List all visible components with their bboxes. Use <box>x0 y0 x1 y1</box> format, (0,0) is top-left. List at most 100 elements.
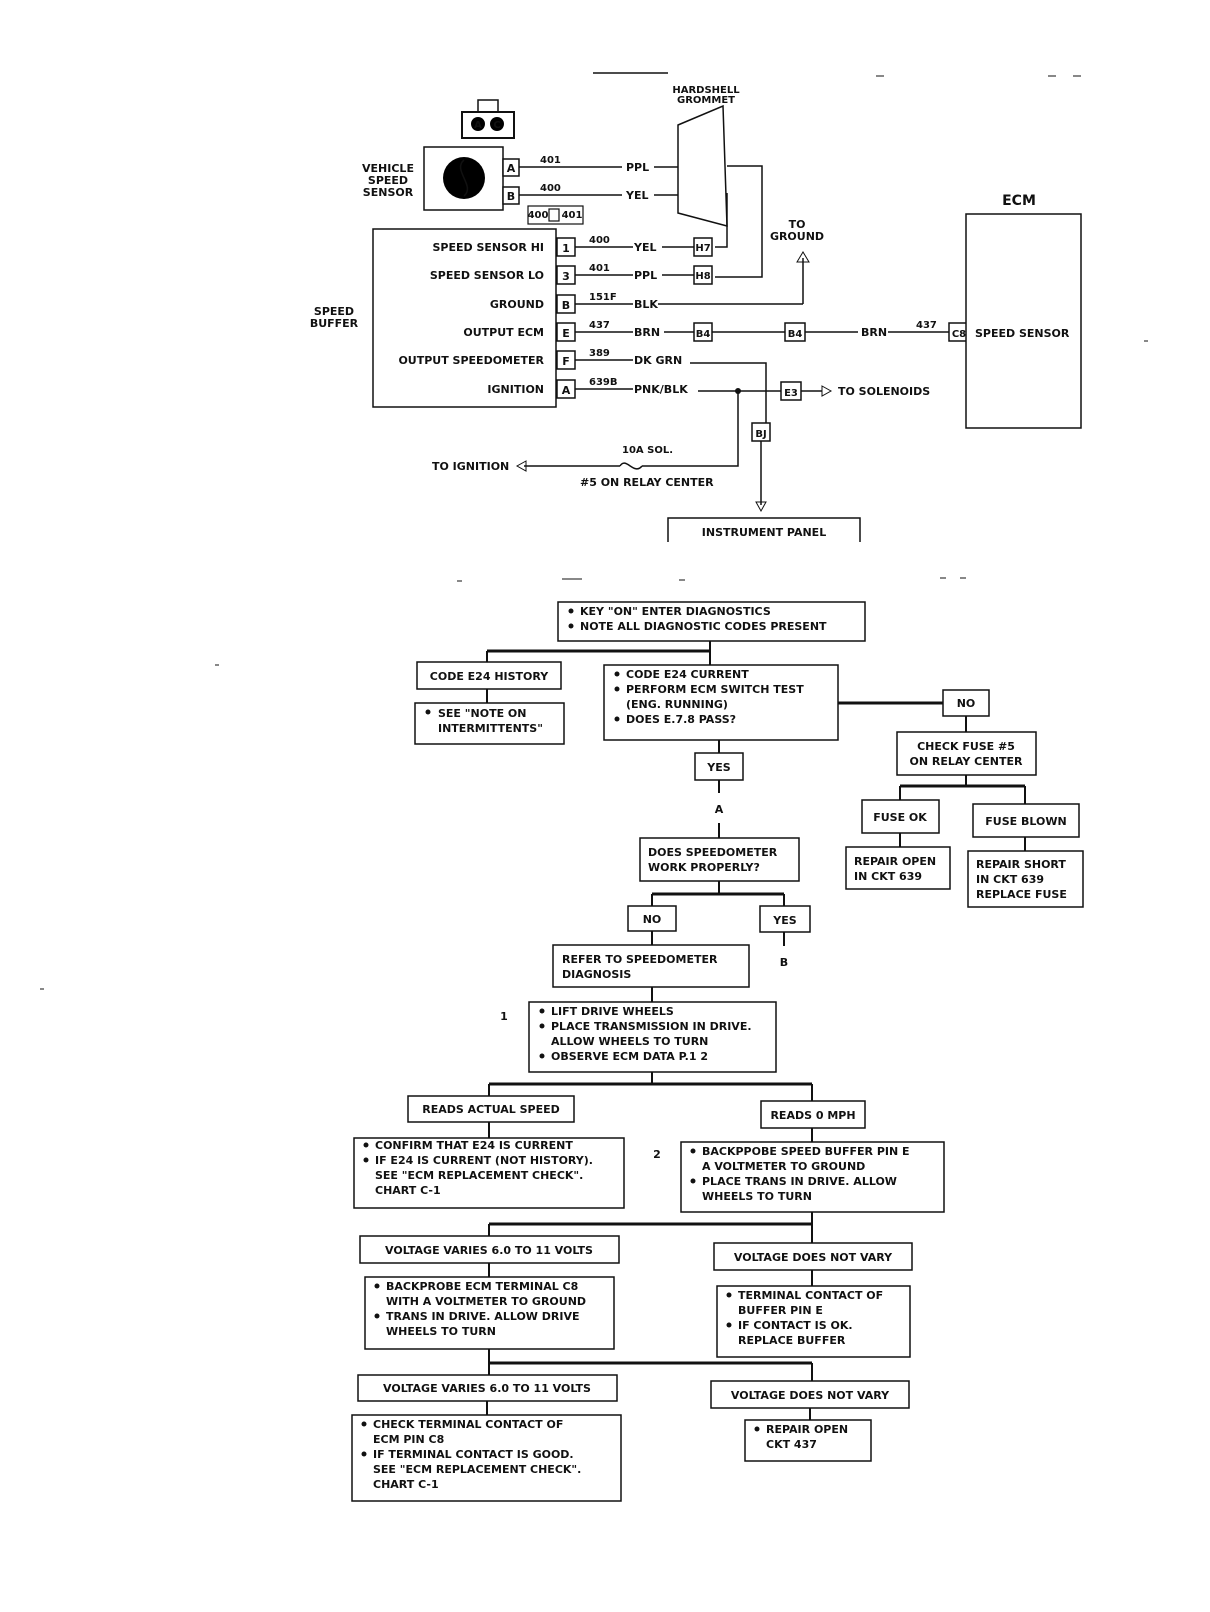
buffer-row-color: BLK <box>634 298 658 311</box>
flow-history-note-1: SEE "NOTE ON <box>438 707 526 720</box>
connector-h7: H7 <box>695 243 710 254</box>
flow-repair-437-2: CKT 437 <box>766 1438 817 1451</box>
buffer-row-pin: F <box>562 355 570 368</box>
vss-wire-a-color: PPL <box>626 161 649 174</box>
ecm-speed-sensor: SPEED SENSOR <box>975 327 1070 340</box>
flow-step2-num: 2 <box>653 1148 661 1161</box>
flow-speedo-1: DOES SPEEDOMETER <box>648 846 778 859</box>
buffer-row: OUTPUT ECM E 437 BRN <box>463 320 694 342</box>
to-ground-1: TO <box>789 218 806 231</box>
buffer-row-wire: 401 <box>589 263 610 274</box>
flow-no2: NO <box>643 913 662 926</box>
flow-terminal-contact-2: BUFFER PIN E <box>738 1304 823 1317</box>
vss-wire-a-num: 401 <box>540 155 561 166</box>
vss-pin-a: A <box>507 162 516 175</box>
flow-repair-short-639-3: REPLACE FUSE <box>976 888 1067 901</box>
flow-check-terminal-5: CHART C-1 <box>373 1478 439 1491</box>
buffer-row-label: SPEED SENSOR HI <box>433 241 545 254</box>
flow-backprobe-ecm-2: WITH A VOLTMETER TO GROUND <box>386 1295 586 1308</box>
vss-wire-b-color: YEL <box>625 189 649 202</box>
flow-step1-4: OBSERVE ECM DATA P.1 2 <box>551 1050 708 1063</box>
buffer-row-wire: 437 <box>589 320 610 331</box>
flow-reads-0-box <box>760 1100 866 1129</box>
flow-check-terminal-2: ECM PIN C8 <box>373 1433 444 1446</box>
flow-speedo-2: WORK PROPERLY? <box>648 861 760 874</box>
buffer-row: SPEED SENSOR LO 3 401 PPL <box>430 263 694 285</box>
vss-conn-400: 400 <box>528 210 549 221</box>
to-ground-2: GROUND <box>770 230 824 243</box>
buffer-row: OUTPUT SPEEDOMETER F 389 DK GRN <box>398 348 767 423</box>
speed-buffer-box <box>372 228 557 408</box>
buffer-row-color: BRN <box>634 326 660 339</box>
flow-terminal-contact-3: IF CONTACT IS OK. <box>738 1319 853 1332</box>
buffer-row-wire: 151F <box>589 292 617 303</box>
fuse-label: 10A SOL. <box>622 445 673 456</box>
flow-reads-actual-box <box>407 1095 575 1123</box>
flow-reads-0: READS 0 MPH <box>770 1109 855 1122</box>
buffer-row: GROUND B 151F BLK <box>490 251 810 314</box>
flow-check-terminal-1: CHECK TERMINAL CONTACT OF <box>373 1418 563 1431</box>
buffer-row-label: OUTPUT ECM <box>463 326 544 339</box>
ecm-wire-num: 437 <box>916 320 937 331</box>
flow-repair-short-639-1: REPAIR SHORT <box>976 858 1066 871</box>
flow-check-fuse-2: ON RELAY CENTER <box>910 755 1023 768</box>
vss-label-1: VEHICLE <box>362 162 414 175</box>
flow-repair-open-639-box <box>845 846 951 890</box>
flow-speedo-box <box>639 837 800 882</box>
flow-history-box <box>416 661 562 690</box>
flow-current-1: CODE E24 CURRENT <box>626 668 749 681</box>
flow-backprobe-ecm-box <box>364 1276 615 1350</box>
flow-repair-open-639-2: IN CKT 639 <box>854 870 922 883</box>
flow-circle-a: A <box>715 803 724 816</box>
grommet-label-2: GROMMET <box>677 95 735 106</box>
buffer-row-label: OUTPUT SPEEDOMETER <box>398 354 544 367</box>
flow-current-box <box>603 664 839 741</box>
grommet-shape <box>677 104 728 227</box>
connector-b4-b: B4 <box>788 329 803 340</box>
flow-repair-open-639-1: REPAIR OPEN <box>854 855 936 868</box>
ecm-wire-color: BRN <box>861 326 887 339</box>
flow-step1-3: ALLOW WHEELS TO TURN <box>551 1035 708 1048</box>
flow-not-vary1: VOLTAGE DOES NOT VARY <box>734 1251 893 1264</box>
flow-refer-2: DIAGNOSIS <box>562 968 631 981</box>
flow-step1-2: PLACE TRANSMISSION IN DRIVE. <box>551 1020 752 1033</box>
flow-not-vary2: VOLTAGE DOES NOT VARY <box>731 1389 890 1402</box>
to-ignition: TO IGNITION <box>432 460 509 473</box>
buffer-row-pin: E <box>562 327 570 340</box>
flow-yes1-box <box>694 752 744 781</box>
flow-history: CODE E24 HISTORY <box>430 670 549 683</box>
buffer-label-2: BUFFER <box>310 317 359 330</box>
relay-center-label: #5 ON RELAY CENTER <box>580 476 714 489</box>
flow-terminal-contact-box <box>716 1285 911 1358</box>
flow-backprobe-ecm-4: WHEELS TO TURN <box>386 1325 496 1338</box>
flow-step1-circle <box>490 1001 518 1029</box>
flow-backprobe-buffer-2: A VOLTMETER TO GROUND <box>702 1160 865 1173</box>
instrument-panel: INSTRUMENT PANEL <box>702 526 826 539</box>
connector-e3: E3 <box>784 388 798 399</box>
flow-confirm-4: CHART C-1 <box>375 1184 441 1197</box>
connector-face-c: C <box>493 120 500 131</box>
flow-confirm-3: SEE "ECM REPLACEMENT CHECK". <box>375 1169 583 1182</box>
buffer-row-pin: 3 <box>562 270 570 283</box>
flow-fuse-ok: FUSE OK <box>873 811 927 824</box>
flow-step1-num: 1 <box>500 1010 508 1023</box>
flow-yes1: YES <box>706 761 730 774</box>
buffer-row-color: PPL <box>634 269 657 282</box>
buffer-row: IGNITION A 639B PNK/BLK <box>487 377 781 399</box>
buffer-row-pin: B <box>562 299 570 312</box>
to-solenoids: TO SOLENOIDS <box>838 385 930 398</box>
buffer-row-color: YEL <box>633 241 657 254</box>
flow-repair-437-box <box>744 1419 872 1462</box>
flow-circle-b: B <box>780 956 788 969</box>
flow-connector-b <box>769 946 799 976</box>
sensor-rotor-icon <box>443 157 485 199</box>
flow-confirm-2: IF E24 IS CURRENT (NOT HISTORY). <box>375 1154 593 1167</box>
flow-backprobe-buffer-4: WHEELS TO TURN <box>702 1190 812 1203</box>
flow-current-2: PERFORM ECM SWITCH TEST <box>626 683 804 696</box>
buffer-row-label: SPEED SENSOR LO <box>430 269 544 282</box>
flow-fuse-blown: FUSE BLOWN <box>985 815 1066 828</box>
flow-history-note-box <box>414 702 565 745</box>
flow-start-box <box>557 601 866 642</box>
connector-b4-a: B4 <box>696 329 711 340</box>
